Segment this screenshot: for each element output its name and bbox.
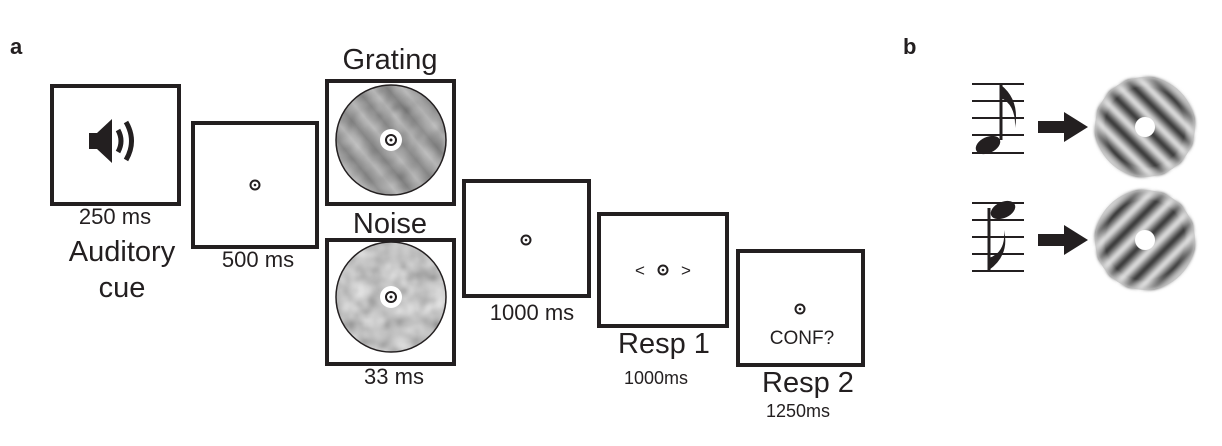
resp2-duration: 1250ms <box>765 401 831 421</box>
resp1-left-prompt: < <box>635 261 645 280</box>
cue-duration: 250 ms <box>78 204 152 229</box>
cue-label-line2: cue <box>98 272 146 304</box>
grating-label: Grating <box>342 44 438 76</box>
fixation-duration: 500 ms <box>221 247 295 272</box>
delay-duration: 1000 ms <box>489 300 575 325</box>
fixation-dot-icon <box>657 264 669 276</box>
speaker-icon <box>89 119 134 163</box>
right-tilted-grating <box>1095 77 1195 177</box>
arrow-icon <box>1038 225 1088 255</box>
resp1-right-prompt: > <box>681 261 691 280</box>
fixation-dot-icon <box>249 179 261 191</box>
noise-stimulus <box>335 241 447 353</box>
resp2-label: Resp 2 <box>762 367 854 399</box>
cue-frame <box>50 84 181 206</box>
resp1-duration: 1000ms <box>623 368 689 388</box>
arrow-icon <box>1038 112 1088 142</box>
delay-frame <box>462 179 591 298</box>
resp1-label: Resp 1 <box>618 328 710 360</box>
panel-label-b: b <box>903 34 917 59</box>
noise-label: Noise <box>352 208 428 240</box>
high-note-staff-icon <box>972 200 1024 272</box>
fixation-dot-icon <box>520 234 532 246</box>
resp2-prompt: CONF? <box>769 328 835 349</box>
cue-label-line1: Auditory <box>68 236 176 268</box>
low-note-staff-icon <box>972 83 1024 155</box>
left-tilted-grating <box>1095 190 1195 290</box>
fixation-dot-icon <box>794 303 806 315</box>
stimulus-duration: 33 ms <box>364 364 424 389</box>
grating-stimulus <box>335 84 447 196</box>
panel-label-a: a <box>10 34 23 59</box>
